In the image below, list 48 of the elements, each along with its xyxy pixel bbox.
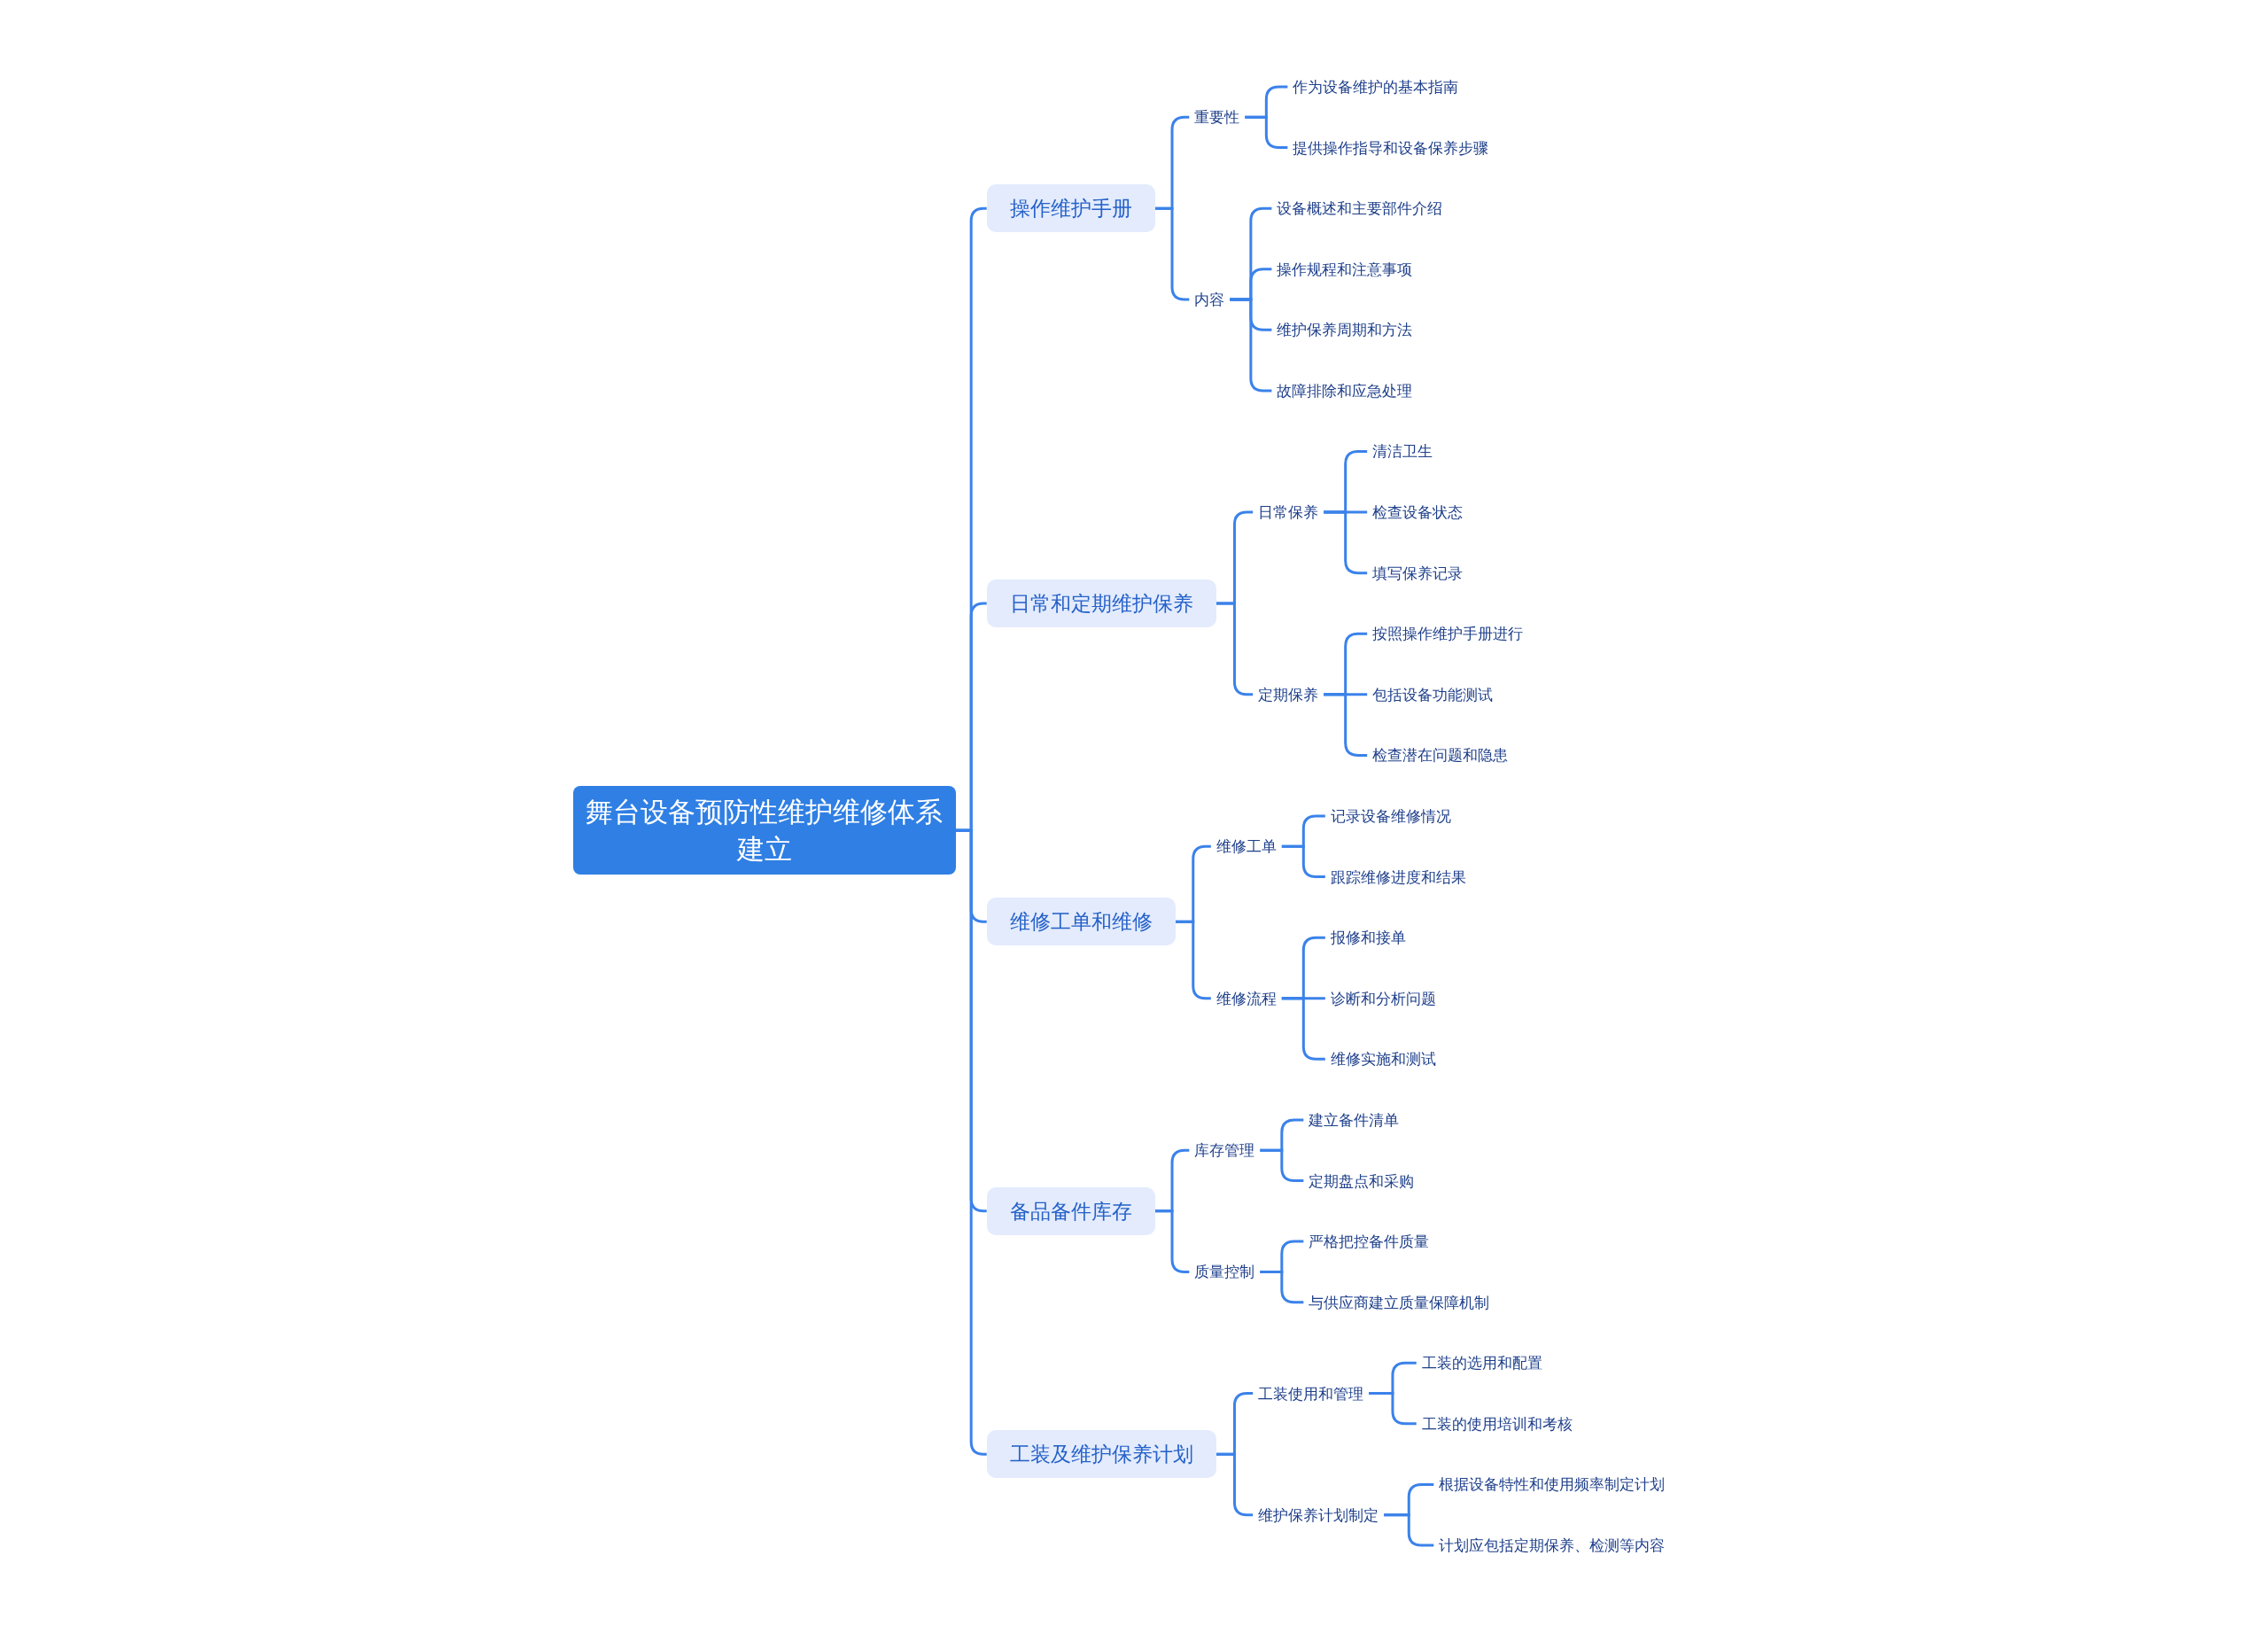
item-text: 建立备件清单 <box>1303 1107 1405 1132</box>
item-text: 维修实施和测试 <box>1324 1046 1441 1072</box>
item-text: 报修和接单 <box>1324 925 1411 951</box>
item-text: 填写保养记录 <box>1367 560 1469 586</box>
topic-box: 操作维护手册 <box>986 184 1155 233</box>
subtopic-text: 定期保养 <box>1253 681 1324 707</box>
item-text: 根据设备特性和使用频率制定计划 <box>1433 1472 1671 1497</box>
item-text: 包括设备功能测试 <box>1367 681 1499 707</box>
item-text: 定期盘点和采购 <box>1303 1168 1420 1194</box>
item-text: 故障排除和应急处理 <box>1271 377 1418 403</box>
subtopic-text: 维护保养计划制定 <box>1253 1502 1385 1528</box>
topic-box: 日常和定期维护保养 <box>986 579 1216 627</box>
item-text: 记录设备维修情况 <box>1324 804 1456 828</box>
subtopic-text: 维修工单 <box>1210 834 1282 859</box>
subtopic-text: 库存管理 <box>1189 1138 1261 1163</box>
subtopic-text: 重要性 <box>1189 105 1246 130</box>
subtopic-text: 质量控制 <box>1189 1259 1261 1285</box>
root-box: 舞台设备预防性维护维修体系建立 <box>572 786 956 875</box>
item-text: 计划应包括定期保养、检测等内容 <box>1433 1533 1671 1559</box>
item-text: 检查设备状态 <box>1367 500 1469 525</box>
topic-box: 工装及维护保养计划 <box>986 1430 1216 1479</box>
subtopic-text: 日常保养 <box>1253 500 1324 525</box>
item-text: 作为设备维护的基本指南 <box>1287 74 1464 99</box>
topic-box: 维修工单和维修 <box>986 898 1176 946</box>
item-text: 维护保养周期和方法 <box>1271 317 1418 343</box>
connector-line <box>1369 1392 1417 1426</box>
item-text: 与供应商建立质量保障机制 <box>1303 1289 1495 1315</box>
item-text: 按照操作维护手册进行 <box>1367 621 1529 647</box>
connector-line <box>1281 844 1325 879</box>
subtopic-text: 维修流程 <box>1210 985 1282 1011</box>
item-text: 工装的选用和配置 <box>1416 1350 1548 1376</box>
item-text: 检查潜在问题和隐患 <box>1367 743 1514 768</box>
topic-box: 备品备件库存 <box>986 1186 1155 1235</box>
item-text: 跟踪维修进度和结果 <box>1324 864 1472 890</box>
item-text: 清洁卫生 <box>1367 439 1439 464</box>
connector-line <box>1154 206 1190 301</box>
connector-line <box>1260 1148 1304 1182</box>
item-text: 设备概述和主要部件介绍 <box>1271 196 1449 222</box>
connector-line <box>1260 1270 1304 1304</box>
connector-line <box>1245 115 1288 150</box>
item-text: 工装的使用培训和考核 <box>1416 1411 1578 1436</box>
item-text: 操作规程和注意事项 <box>1271 256 1418 282</box>
item-text: 严格把控备件质量 <box>1303 1229 1435 1255</box>
connector-line <box>1384 1513 1434 1547</box>
subtopic-text: 工装使用和管理 <box>1253 1380 1370 1406</box>
item-text: 提供操作指导和设备保养步骤 <box>1287 135 1495 160</box>
item-text: 诊断和分析问题 <box>1324 985 1441 1011</box>
subtopic-text: 内容 <box>1189 287 1231 312</box>
